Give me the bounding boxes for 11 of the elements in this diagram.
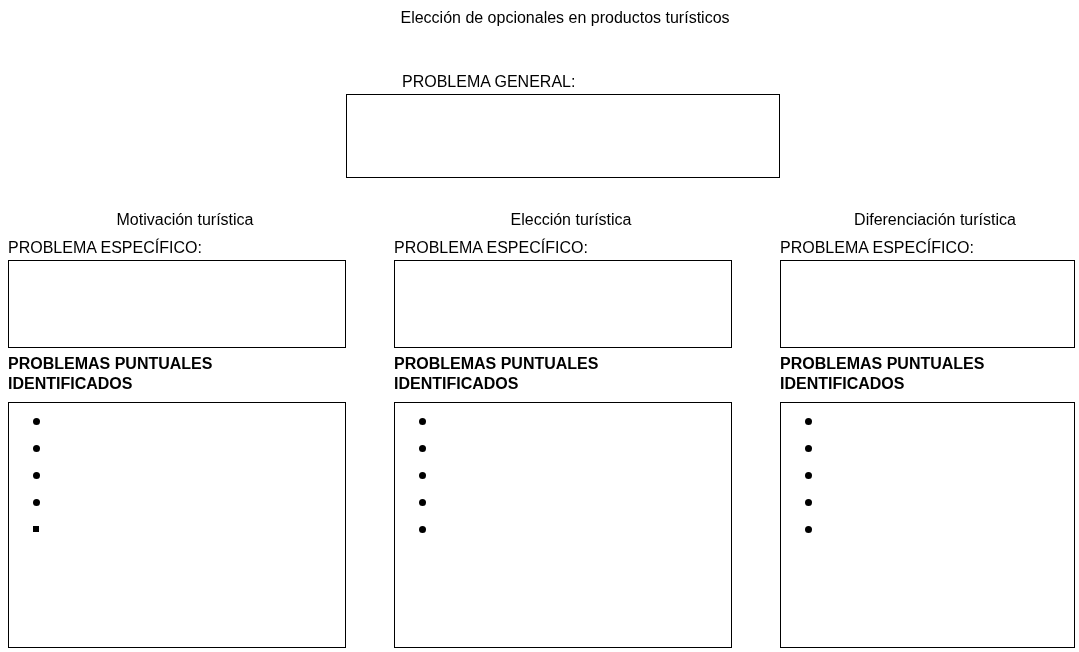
section-heading: Diferenciación turística [853, 210, 1017, 230]
field-label: PROBLEMA ESPECÍFICO: [780, 238, 974, 258]
field-label: PROBLEMAS PUNTUALES IDENTIFICADOS [394, 354, 600, 394]
section-heading: Elección turística [509, 210, 633, 230]
field-label: PROBLEMA ESPECÍFICO: [394, 238, 588, 258]
field-label: PROBLEMA ESPECÍFICO: [8, 238, 202, 258]
field-label: PROBLEMAS PUNTUALES IDENTIFICADOS [8, 354, 214, 394]
section-heading: Motivación turística [115, 210, 255, 230]
field-label: PROBLEMA GENERAL: [402, 72, 576, 92]
diagram-title: Elección de opcionales en productos turísticos [399, 8, 731, 28]
field-label: PROBLEMAS PUNTUALES IDENTIFICADOS [780, 354, 986, 394]
